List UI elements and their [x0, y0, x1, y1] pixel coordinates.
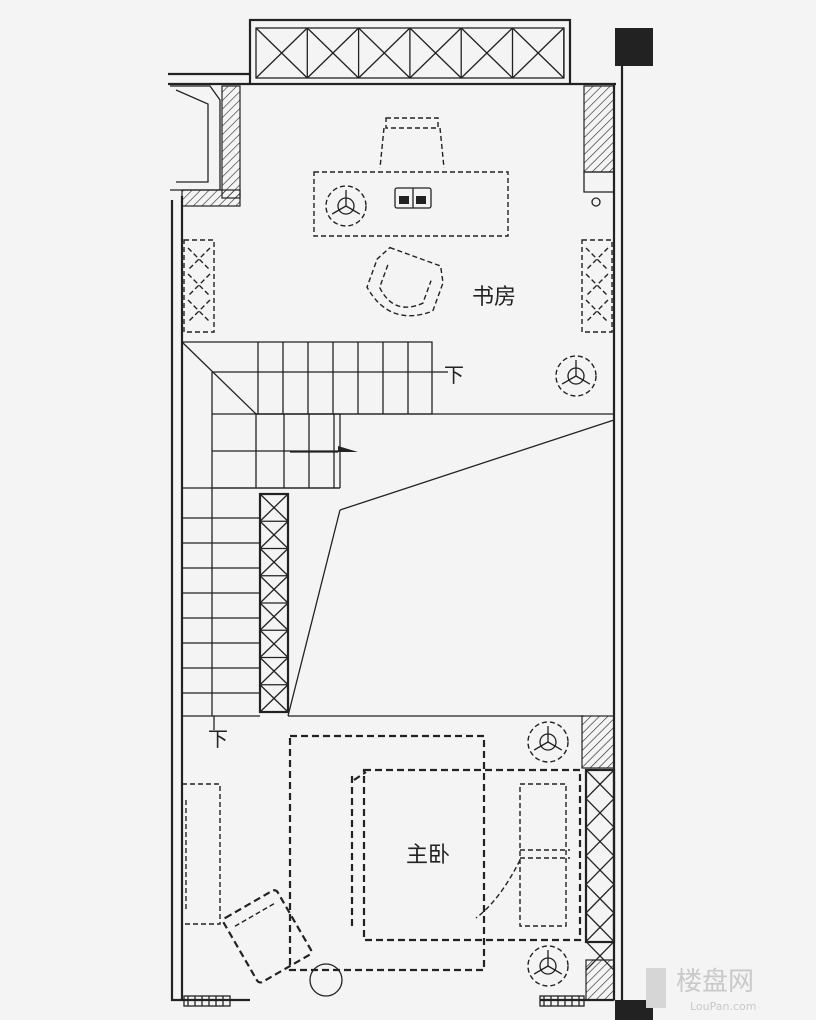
outer-walls — [168, 28, 653, 1020]
void-outline — [182, 413, 615, 717]
radiator-left — [183, 995, 231, 1007]
room-label-study: 书房 — [472, 285, 516, 310]
stair-down-label-lower: 下 — [208, 727, 228, 751]
rug — [288, 734, 486, 972]
study-shelf-left — [183, 239, 215, 333]
top-window — [248, 18, 572, 86]
bedroom-furniture — [181, 734, 616, 1007]
desk — [313, 171, 509, 237]
watermark-brand: 楼盘网 — [676, 967, 754, 997]
radiator-right — [539, 995, 585, 1007]
wardrobe — [181, 783, 221, 925]
column-top-right — [615, 28, 653, 66]
bed — [362, 768, 582, 942]
study-furniture — [183, 117, 613, 333]
study-shelf-right — [581, 239, 613, 333]
armchair-study — [366, 246, 444, 317]
room-label-master-bedroom: 主卧 — [406, 843, 450, 868]
watermark-url: LouPan.com — [690, 1000, 756, 1013]
desk-chair — [379, 117, 445, 169]
staircase — [181, 341, 448, 730]
watermark: 楼盘网 LouPan.com — [646, 967, 756, 1013]
lounge-chair — [222, 889, 313, 984]
stair-arrow — [338, 446, 358, 452]
stair-down-label-upper: 下 — [444, 363, 464, 387]
side-table — [309, 963, 343, 997]
plant-icon — [325, 185, 597, 987]
column-bottom-right — [615, 1000, 653, 1020]
